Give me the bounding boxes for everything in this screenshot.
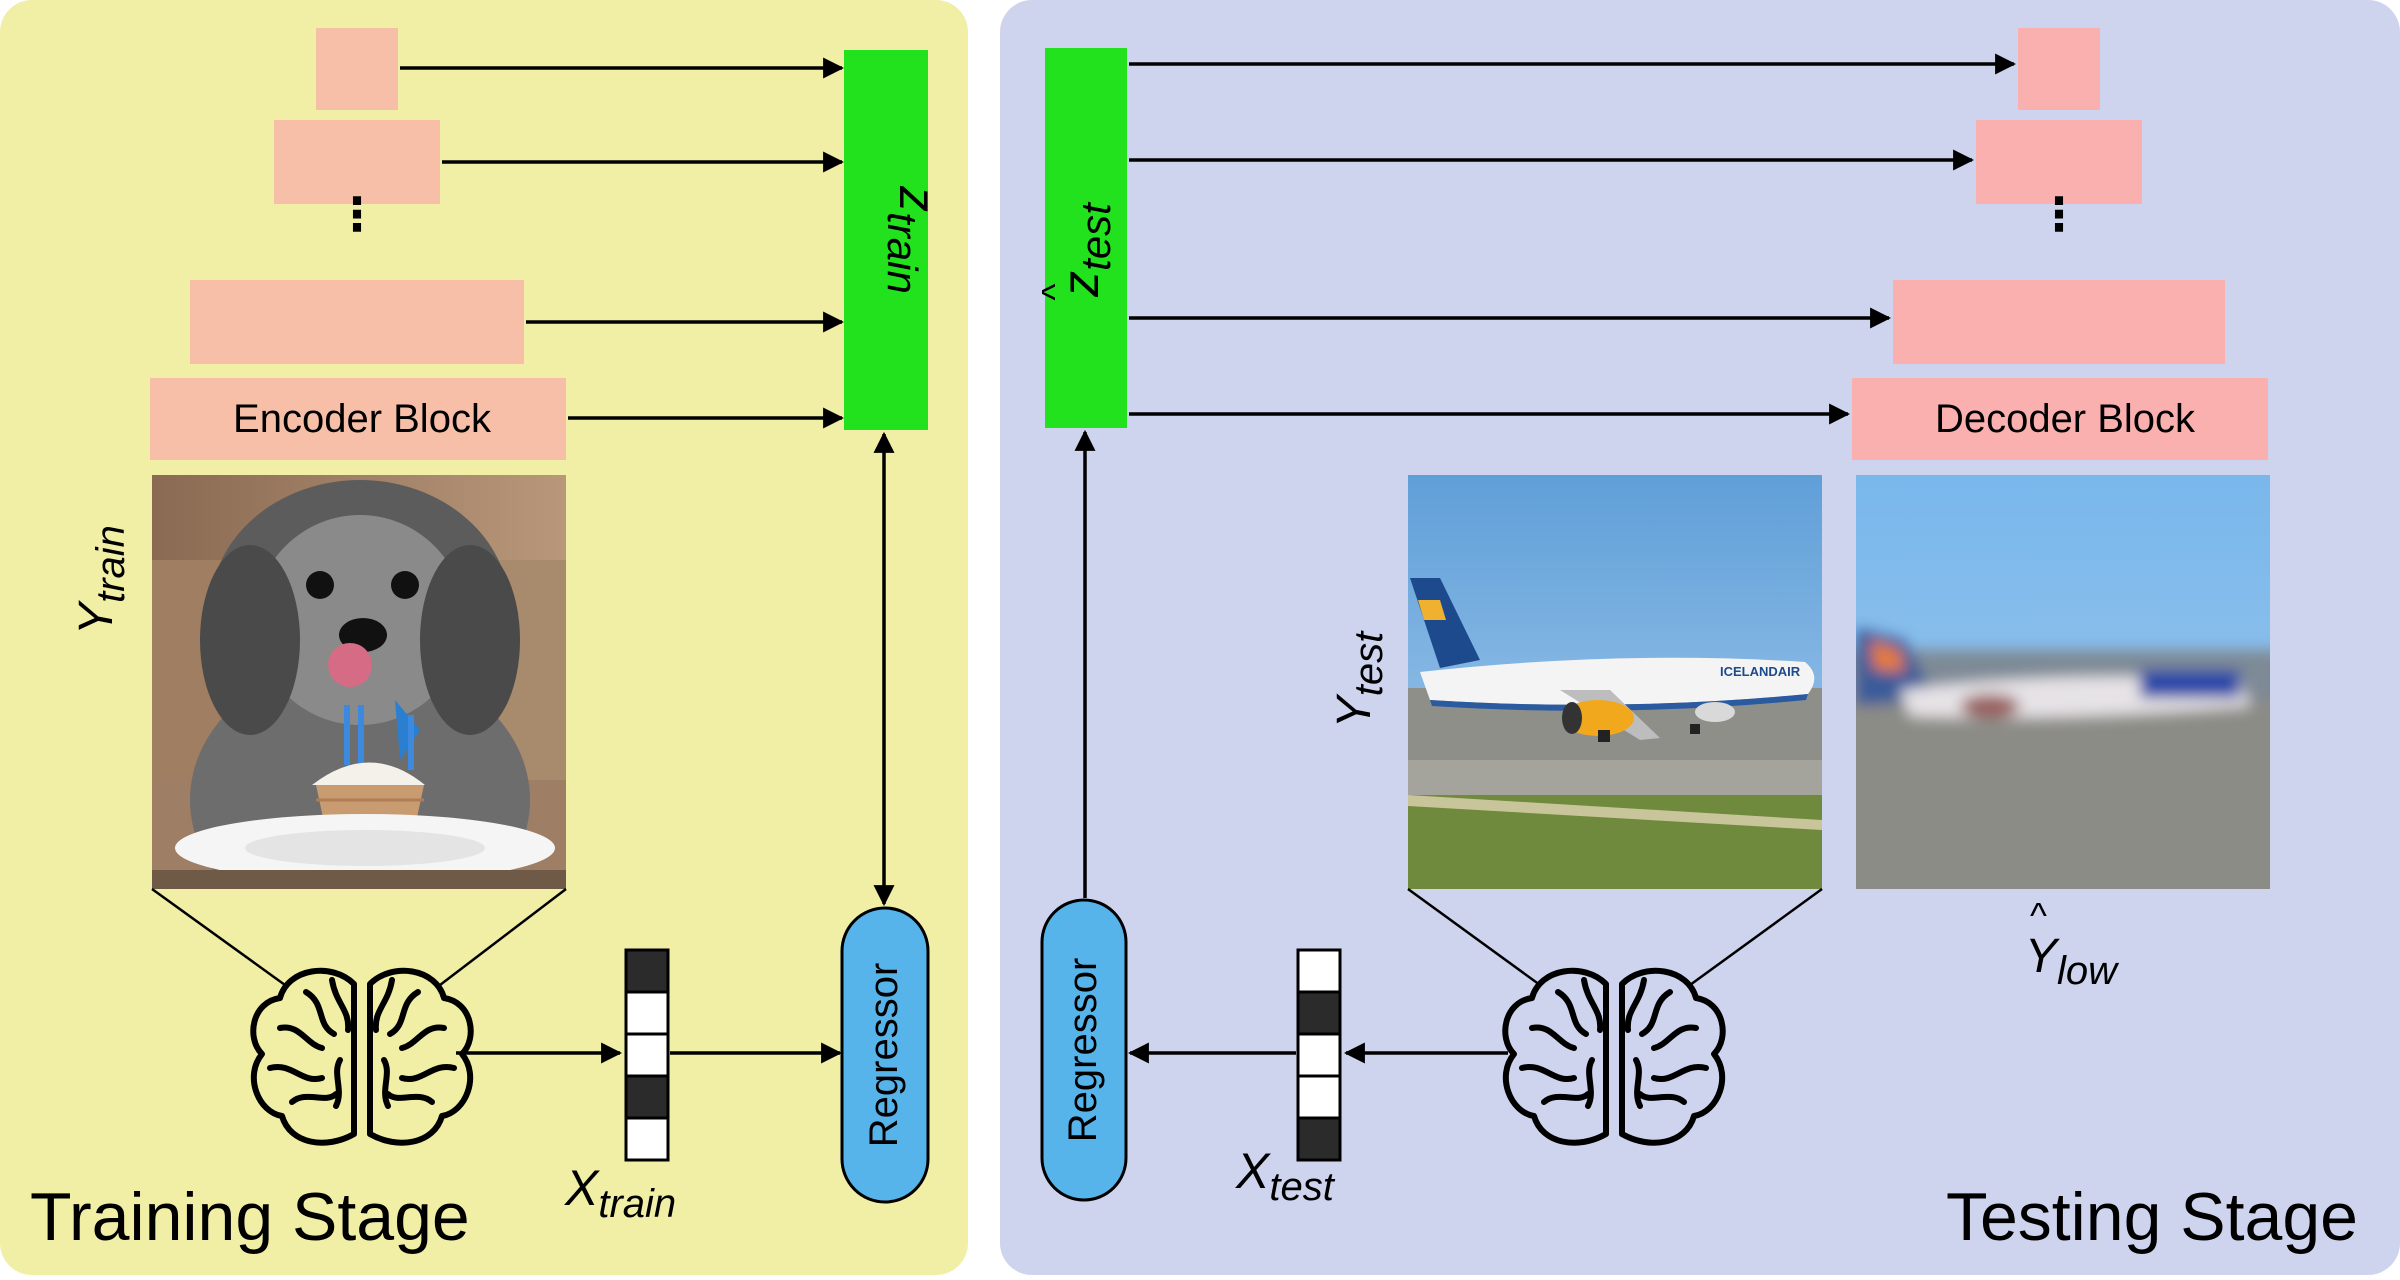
fmri-vector-x-train xyxy=(624,948,670,1162)
regressor-training-label: Regressor xyxy=(862,963,906,1148)
decoder-ellipsis: ⋮ xyxy=(2036,188,2082,240)
encoder-feature-map-2 xyxy=(274,120,440,204)
view-line-test-left xyxy=(1407,887,1541,987)
icelandair-airplane-photo: ICELANDAIR xyxy=(1408,475,1822,889)
fmri-cell xyxy=(624,1074,670,1120)
encoder-block xyxy=(150,378,566,460)
fmri-cell xyxy=(1296,1074,1342,1120)
airplane-livery-text: ICELANDAIR xyxy=(1720,664,1801,679)
view-line-test-right xyxy=(1689,887,1823,987)
latent-z-train-label: ztrain xyxy=(879,185,946,294)
latent-z-train xyxy=(844,50,928,430)
latent-z-test-label: ztest xyxy=(1052,201,1119,298)
view-line-left xyxy=(151,887,286,987)
fmri-cell xyxy=(624,1032,670,1078)
fmri-cell xyxy=(1296,1116,1342,1162)
fmri-vector-x-test xyxy=(1296,948,1342,1162)
recon-y-low-label: Ylow xyxy=(2025,930,2120,993)
fmri-x-train-label: Xtrain xyxy=(564,1160,676,1226)
fmri-cell xyxy=(1296,990,1342,1036)
testing-stage-label: Testing Stage xyxy=(1946,1179,2358,1255)
fmri-cell xyxy=(624,948,670,994)
encoder-ellipsis: ⋮ xyxy=(334,188,380,240)
decoder-feature-map-1 xyxy=(2018,28,2100,110)
encoder-feature-map-1 xyxy=(316,28,398,110)
dog-with-birthday-cupcake-photo xyxy=(152,475,566,889)
encoder-block-label: Encoder Block xyxy=(233,397,492,441)
encoder-feature-map-3 xyxy=(190,280,524,364)
blurry-airplane-reconstruction xyxy=(1856,475,2270,889)
fmri-cell xyxy=(624,1116,670,1162)
regressor-testing-label: Regressor xyxy=(1061,958,1105,1143)
regressor-testing xyxy=(1040,898,1128,1202)
view-line-right xyxy=(439,888,567,986)
training-stage-label: Training Stage xyxy=(30,1179,470,1255)
image-y-train-label: Ytrain xyxy=(70,525,133,635)
decoder-feature-map-2 xyxy=(1976,120,2142,204)
regressor-training xyxy=(840,906,930,1204)
fmri-cell xyxy=(1296,948,1342,994)
image-y-test-label: Ytest xyxy=(1328,630,1391,728)
latent-z-test-hat: ^ xyxy=(1034,283,1075,300)
decoder-feature-map-3 xyxy=(1893,280,2225,364)
fmri-x-test-label: Xtest xyxy=(1235,1143,1336,1209)
recon-y-low-hat: ^ xyxy=(2030,895,2047,936)
decoder-block-label: Decoder Block xyxy=(1935,397,2196,441)
decoder-block xyxy=(1852,378,2268,460)
latent-z-test xyxy=(1045,48,1127,428)
fmri-cell xyxy=(624,990,670,1036)
fmri-cell xyxy=(1296,1032,1342,1078)
